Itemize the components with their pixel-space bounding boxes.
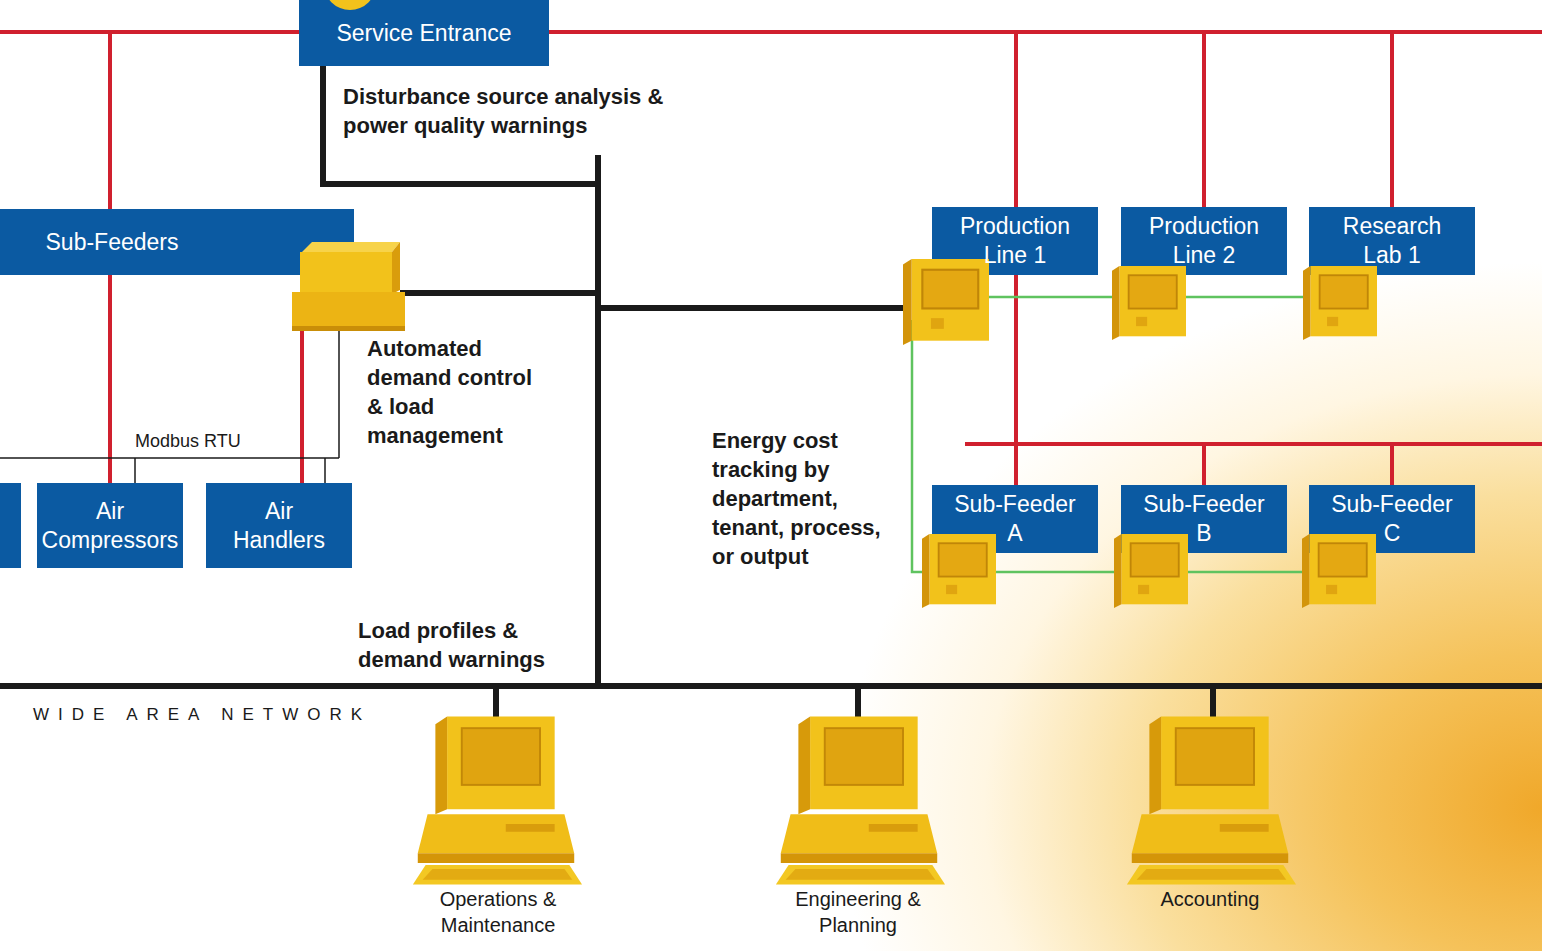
callout-text: Disturbance source analysis & power qual… — [343, 82, 703, 140]
meter-link — [912, 320, 925, 572]
station-label: Engineering & Planning — [778, 886, 938, 938]
power-feed-line — [108, 275, 112, 483]
network-drop — [855, 686, 861, 720]
box-label: Production Line 1 — [946, 212, 1084, 270]
feeder-box: Sub-Feeder A — [932, 485, 1098, 553]
meter-link — [995, 571, 1117, 574]
callout-text: Load profiles & demand warnings — [358, 616, 570, 674]
box-label: Sub-Feeder B — [1135, 490, 1273, 548]
box-label: Service Entrance — [336, 19, 511, 48]
feeder-box: Production Line 2 — [1121, 207, 1287, 275]
power-feed-line — [110, 32, 299, 209]
panel-meter — [1114, 534, 1188, 608]
box-label: Air Compressors — [40, 497, 180, 555]
panel-meter — [903, 259, 989, 345]
feeder-box: Air Compressors — [37, 483, 183, 568]
modbus-wire — [324, 458, 326, 483]
demand-controller — [292, 242, 405, 331]
bus-drop — [1390, 444, 1394, 487]
black-network — [0, 64, 1542, 720]
network-line — [400, 290, 598, 296]
network-name: WIDE AREA NETWORK — [33, 704, 453, 726]
feeder-box: Air Handlers — [206, 483, 352, 568]
network-line — [595, 155, 601, 686]
power-feed-line — [549, 32, 1204, 207]
box-label: Research Lab 1 — [1323, 212, 1461, 270]
box-label: Sub-Feeders — [46, 228, 179, 257]
modbus-wire — [338, 328, 340, 458]
network-drop — [493, 686, 499, 720]
red-bus — [0, 32, 1542, 487]
station-label: Accounting — [1130, 886, 1290, 912]
meter-link — [1185, 296, 1307, 299]
modbus-wire — [0, 457, 339, 459]
box-label: Production Line 2 — [1135, 212, 1273, 270]
feeder-box: Service Entrance — [299, 0, 549, 66]
computer-icon — [776, 716, 945, 884]
power-feed-line — [1014, 275, 1018, 485]
modbus-line — [0, 328, 339, 483]
panel-meter — [1302, 534, 1376, 608]
station-label: Operations & Maintenance — [418, 886, 578, 938]
network-drop — [1210, 686, 1216, 720]
computer-icon — [1127, 716, 1296, 884]
panel-meter — [922, 534, 996, 608]
feeder-box: Sub-Feeder C — [1309, 485, 1475, 553]
computer-icon — [413, 716, 582, 884]
meter-link — [985, 296, 1115, 299]
meter-link — [1187, 571, 1307, 574]
panel-meter — [1303, 266, 1377, 340]
main-bus — [0, 30, 1542, 34]
wan-line — [0, 683, 1542, 689]
power-feed-line — [549, 32, 1392, 207]
bus-drop — [1202, 444, 1206, 487]
modbus-wire — [134, 458, 136, 483]
entrance-meter — [324, 0, 376, 10]
partial-box — [0, 483, 21, 568]
callout-text: Automated demand control & load manageme… — [367, 334, 537, 450]
box-label: Sub-Feeder C — [1323, 490, 1461, 548]
callout-text: Energy cost tracking by department, tena… — [712, 426, 897, 571]
feeder-box: Production Line 1 — [932, 207, 1098, 275]
box-label: Air Handlers — [226, 497, 332, 555]
callout-text: Modbus RTU — [135, 430, 255, 452]
sub-bus — [965, 442, 1542, 446]
panel-meter — [1112, 266, 1186, 340]
box-label: Sub-Feeder A — [946, 490, 1084, 548]
feeder-box: Research Lab 1 — [1309, 207, 1475, 275]
feeder-box: Sub-Feeder B — [1121, 485, 1287, 553]
network-line — [598, 305, 905, 311]
power-feed-line — [549, 32, 1016, 207]
